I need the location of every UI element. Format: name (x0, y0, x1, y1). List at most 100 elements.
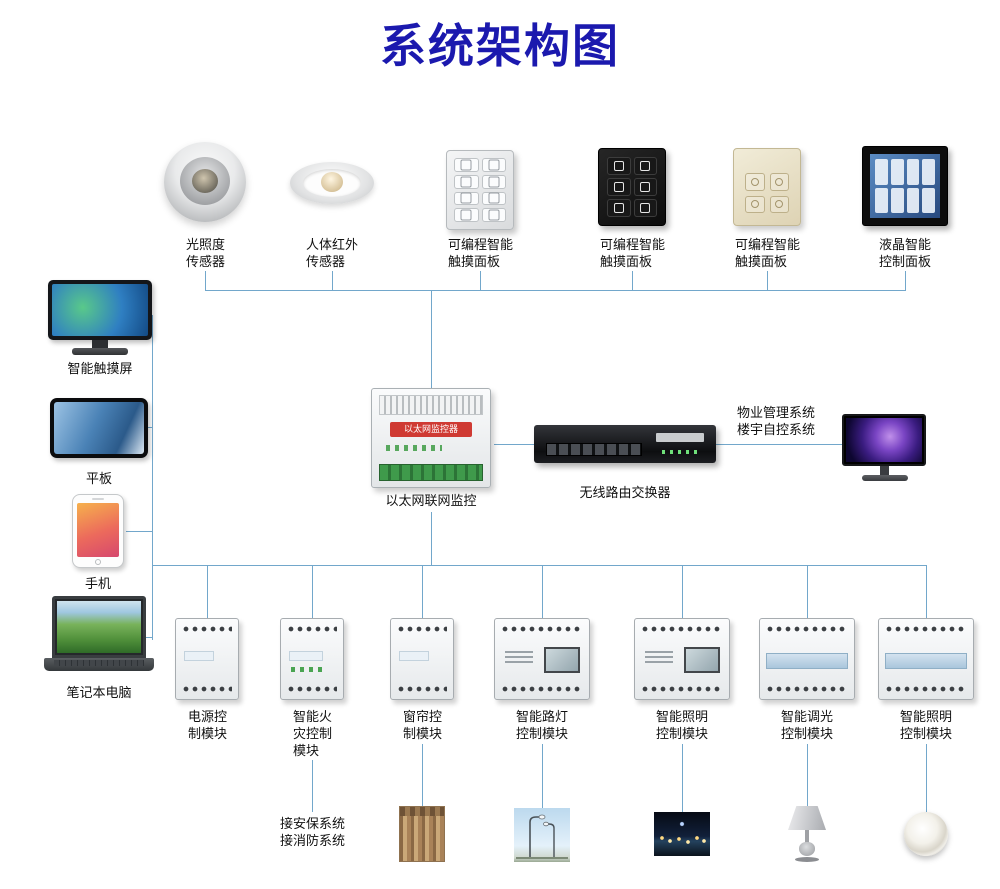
monitor-base (862, 475, 908, 481)
panel-key (481, 191, 506, 206)
panel-key (454, 174, 479, 189)
lamp-stem (805, 830, 809, 843)
lamp-base (799, 842, 815, 856)
phone-label: 手机 (84, 576, 111, 591)
connector-stub (126, 531, 152, 532)
lighting-control-module-label: 智能照明 控制模块 (656, 709, 709, 741)
touch-panel-beige-label: 可编程智能 触摸面板 (735, 237, 801, 269)
streetlight-control-module-label: 智能路灯 控制模块 (516, 709, 569, 741)
lcd-icon (906, 187, 920, 213)
fire-control-module-image (280, 618, 344, 700)
streetlight-photo (514, 808, 570, 862)
panel-key (481, 208, 506, 222)
streetlight-control-module-image (494, 618, 590, 700)
connector-to-streetlight (542, 744, 543, 808)
module-label-strip (184, 651, 214, 661)
phone-screen (77, 503, 119, 557)
connector-fire-to-note (312, 760, 313, 812)
lighting-control-module-2-image (878, 618, 974, 700)
module-markings (645, 651, 673, 666)
laptop-screen (52, 596, 146, 658)
touchscreen-wallpaper (52, 284, 148, 336)
lighting-control-module-2-label: 智能照明 控制模块 (900, 709, 953, 741)
lcd-icon (890, 159, 904, 185)
fire-control-module-label: 智能火 灾控制 模块 (293, 709, 333, 758)
gateway-leds (386, 445, 442, 451)
curtain-photo (399, 806, 445, 862)
phone-speaker (92, 498, 104, 500)
terminal-row (641, 624, 723, 634)
connector-router-monitor (716, 444, 842, 445)
router-leds (662, 450, 702, 454)
panel-key (607, 178, 631, 196)
module-lcd (684, 647, 720, 673)
terminal-row (287, 684, 337, 694)
lighting-control-module-image (634, 618, 730, 700)
connector-left-trunk (152, 315, 153, 640)
light-sensor-image (164, 142, 246, 222)
curtain-control-module-label: 窗帘控 制模块 (403, 709, 443, 741)
module-lcd (544, 647, 580, 673)
terminal-row (397, 624, 447, 634)
module-markings (505, 651, 533, 666)
connector-bottom-bus (152, 565, 927, 566)
table-lamp-image (788, 806, 826, 864)
laptop-label: 笔记本电脑 (66, 685, 132, 700)
router-nameplate (656, 433, 704, 442)
panel-key (481, 174, 506, 189)
pir-sensor-image (290, 158, 374, 210)
panel-key (769, 173, 789, 191)
lcd-icon (875, 159, 888, 185)
terminal-row (885, 624, 967, 634)
laptop-keyboard (54, 660, 144, 666)
management-system-text: 物业管理系统 楼宇自控系统 (737, 405, 816, 437)
lcd-screen (870, 154, 940, 218)
sensor-lens (192, 169, 218, 193)
lcd-icon (875, 187, 888, 213)
connector-bus-to-gateway (431, 290, 432, 388)
lcd-icons (875, 159, 935, 213)
module-label-band (885, 653, 967, 669)
night-city-photo (654, 812, 710, 856)
terminal-row (641, 684, 723, 694)
router-ports (546, 443, 642, 456)
terminal-row (182, 624, 232, 634)
lcd-icon (890, 187, 904, 213)
gateway-vents (379, 395, 483, 415)
terminal-row (766, 684, 848, 694)
laptop-wallpaper (57, 601, 141, 653)
ceiling-light-image (904, 812, 948, 856)
terminal-row (182, 684, 232, 694)
gateway-terminals (379, 464, 483, 481)
dimming-control-module-label: 智能调光 控制模块 (781, 709, 834, 741)
monitor-stand (880, 466, 889, 475)
security-systems-note: 接安保系统 接消防系统 (280, 816, 346, 848)
terminal-row (287, 624, 337, 634)
tablet-image (50, 398, 148, 458)
module-label-strip (399, 651, 429, 661)
connector-gateway-to-bus (431, 512, 432, 565)
panel-key (633, 157, 657, 175)
phone-home-button (95, 559, 101, 565)
panel-key (607, 199, 631, 217)
terminal-row (885, 684, 967, 694)
panel-key (454, 191, 479, 206)
terminal-row (766, 624, 848, 634)
touchscreen-frame (48, 280, 152, 340)
touch-panel-beige-image (733, 148, 801, 226)
panel-key (454, 158, 479, 172)
module-label-band (766, 653, 848, 669)
panel-key (633, 199, 657, 217)
connector-stub (207, 565, 208, 618)
laptop-image (44, 596, 154, 674)
streetlight-graphic (516, 814, 568, 859)
panel-key (454, 208, 479, 222)
connector-stub (632, 271, 633, 290)
connector-gateway-router (494, 444, 534, 445)
connector-stub (926, 565, 927, 618)
touch-panel-black-label: 可编程智能 触摸面板 (600, 237, 666, 269)
smart-touchscreen-label: 智能触摸屏 (67, 361, 133, 376)
connector-stub (312, 565, 313, 618)
panel-keys (745, 173, 789, 213)
